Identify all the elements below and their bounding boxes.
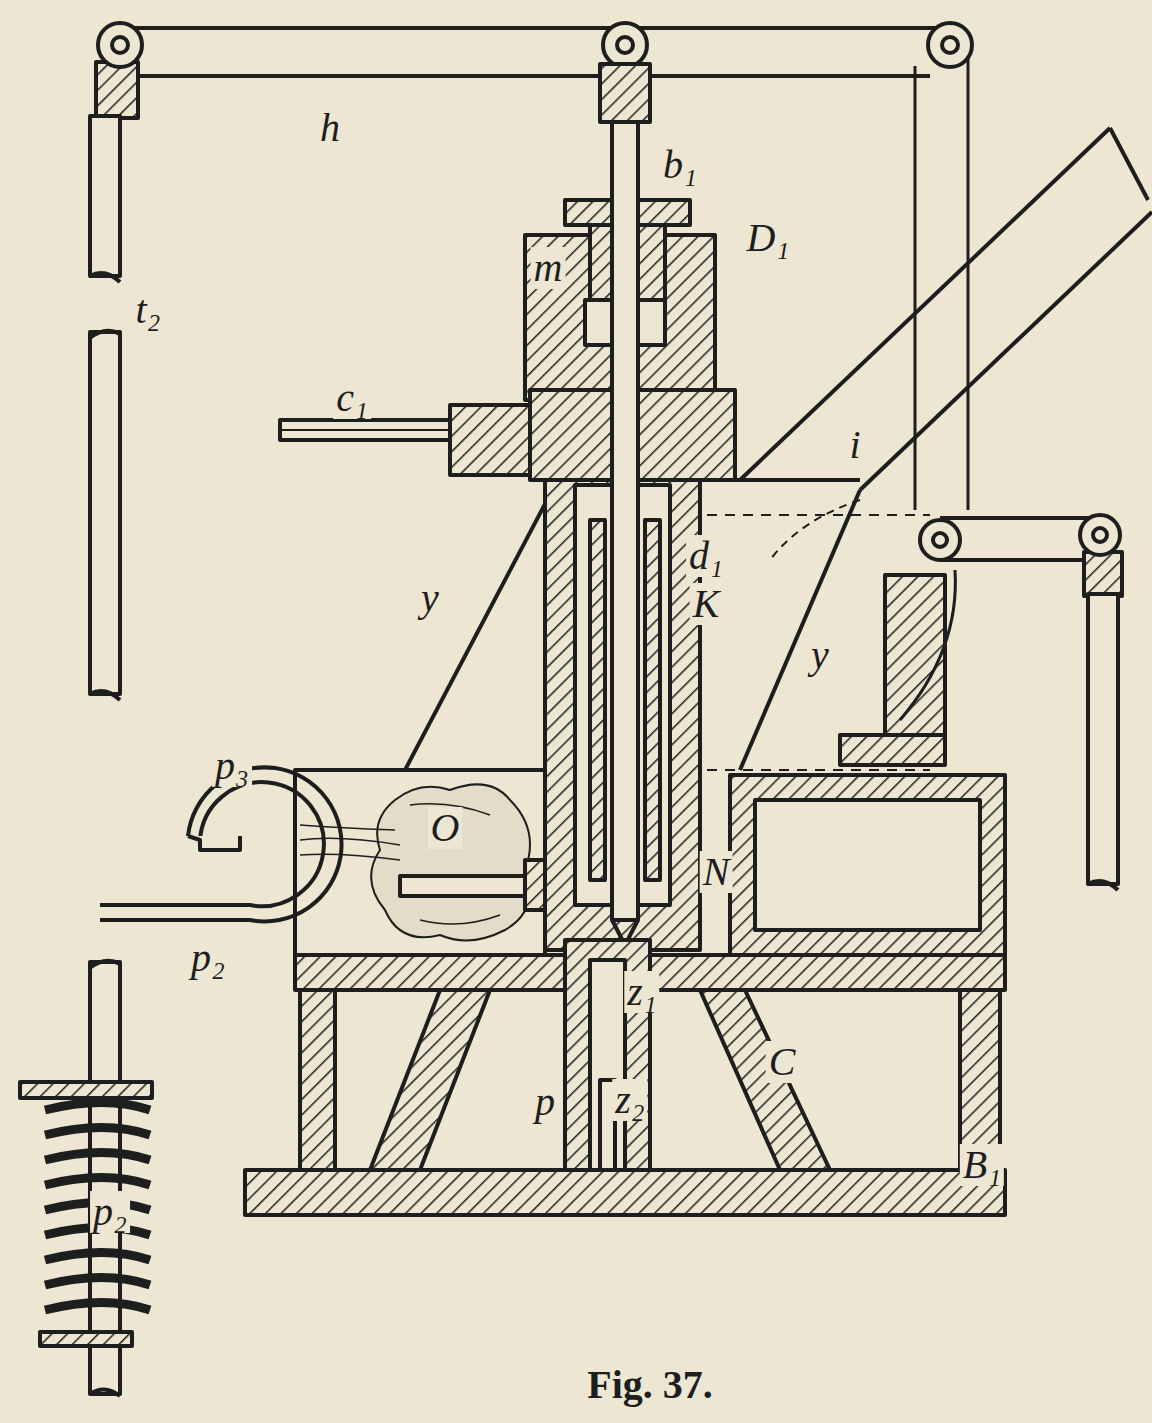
part-letter: p bbox=[532, 1081, 558, 1123]
part-letter: t₂ bbox=[132, 289, 163, 331]
valve-lever bbox=[940, 518, 1100, 560]
cylinder bbox=[645, 520, 660, 880]
lever-letter: h bbox=[317, 107, 343, 149]
part-letter: b₁ bbox=[660, 144, 700, 186]
part-letter: z₂ bbox=[612, 1079, 647, 1121]
valve-lever bbox=[900, 570, 955, 720]
burner-chamber bbox=[300, 804, 500, 924]
base-frame bbox=[755, 800, 980, 930]
base-frame bbox=[300, 990, 335, 1170]
part-letter: B₁ bbox=[960, 1144, 1004, 1186]
burner-pipe bbox=[188, 836, 240, 850]
pull-rod bbox=[90, 62, 138, 1396]
spring bbox=[40, 1332, 132, 1346]
frame-strut bbox=[915, 50, 968, 510]
pivot bbox=[98, 23, 142, 67]
feed-pipe bbox=[450, 405, 530, 475]
pull-rod bbox=[90, 332, 120, 694]
hopper-tube bbox=[770, 500, 860, 560]
valve-lever bbox=[933, 533, 947, 547]
part-letter: N bbox=[700, 851, 733, 893]
pivot bbox=[942, 37, 958, 53]
pivot bbox=[98, 23, 972, 67]
valve-lever bbox=[1093, 528, 1107, 542]
valve-lever bbox=[885, 575, 945, 735]
part-letter: d₁ bbox=[686, 535, 726, 577]
pivot bbox=[603, 23, 647, 67]
part-letter: y bbox=[808, 634, 832, 676]
spring bbox=[20, 1082, 152, 1346]
burner-pipe bbox=[100, 767, 342, 921]
feed-pipe bbox=[280, 429, 460, 431]
hopper-tube bbox=[740, 128, 1152, 490]
burner-chamber bbox=[400, 876, 530, 896]
pivot bbox=[928, 23, 972, 67]
burner-pipe bbox=[100, 767, 342, 921]
valve-lever bbox=[1088, 881, 1118, 890]
top-lever bbox=[120, 28, 950, 76]
frame-strut bbox=[915, 50, 968, 510]
pull-rod bbox=[96, 62, 138, 118]
base-frame bbox=[245, 775, 1005, 1215]
cylinder bbox=[600, 64, 650, 122]
cylinder bbox=[545, 64, 700, 950]
top-lever bbox=[120, 28, 950, 76]
feed-pipe bbox=[280, 405, 530, 475]
hopper-tube bbox=[700, 478, 860, 482]
frame-strut bbox=[967, 215, 969, 500]
burner-chamber bbox=[371, 784, 530, 940]
base-frame bbox=[960, 990, 1000, 1170]
part-letter: y bbox=[418, 577, 442, 619]
part-letter: z₁ bbox=[624, 971, 659, 1013]
valve-lever bbox=[920, 520, 960, 560]
pull-rod bbox=[90, 273, 120, 282]
base-frame bbox=[295, 955, 565, 990]
pull-rod bbox=[90, 116, 120, 276]
base-frame bbox=[245, 1170, 1005, 1215]
part-letter: O bbox=[428, 807, 463, 849]
base-frame bbox=[700, 990, 830, 1170]
valve-lever bbox=[1084, 552, 1122, 596]
base-frame bbox=[650, 955, 1005, 990]
part-letter: p₂ bbox=[188, 937, 228, 979]
part-letter: K bbox=[690, 583, 723, 625]
pivot bbox=[617, 37, 633, 53]
part-letter: i bbox=[846, 424, 863, 466]
valve-lever bbox=[840, 735, 945, 765]
part-letter: c₁ bbox=[333, 377, 371, 419]
part-letter: C bbox=[766, 1041, 799, 1083]
valve-lever bbox=[1088, 594, 1118, 884]
cylinder bbox=[590, 520, 605, 880]
part-letter: p₂ bbox=[90, 1191, 130, 1233]
cylinder bbox=[612, 120, 638, 920]
figure-caption: Fig. 37. bbox=[583, 1363, 717, 1407]
base-frame bbox=[370, 990, 490, 1170]
part-letter: p₃ bbox=[212, 745, 252, 787]
part-letter: m bbox=[531, 247, 566, 289]
spring bbox=[20, 1082, 152, 1098]
part-letter: D₁ bbox=[744, 217, 793, 259]
pull-rod bbox=[90, 331, 120, 700]
valve-lever bbox=[1080, 515, 1120, 555]
pivot bbox=[112, 37, 128, 53]
burner-chamber bbox=[525, 860, 545, 910]
burner-chamber bbox=[295, 770, 545, 960]
outlet-tube bbox=[590, 960, 625, 1185]
hopper-tube bbox=[700, 128, 1152, 560]
base-frame bbox=[730, 775, 1005, 955]
spring bbox=[45, 1103, 150, 1311]
feed-pipe bbox=[280, 420, 460, 440]
burner-chamber bbox=[295, 770, 545, 960]
